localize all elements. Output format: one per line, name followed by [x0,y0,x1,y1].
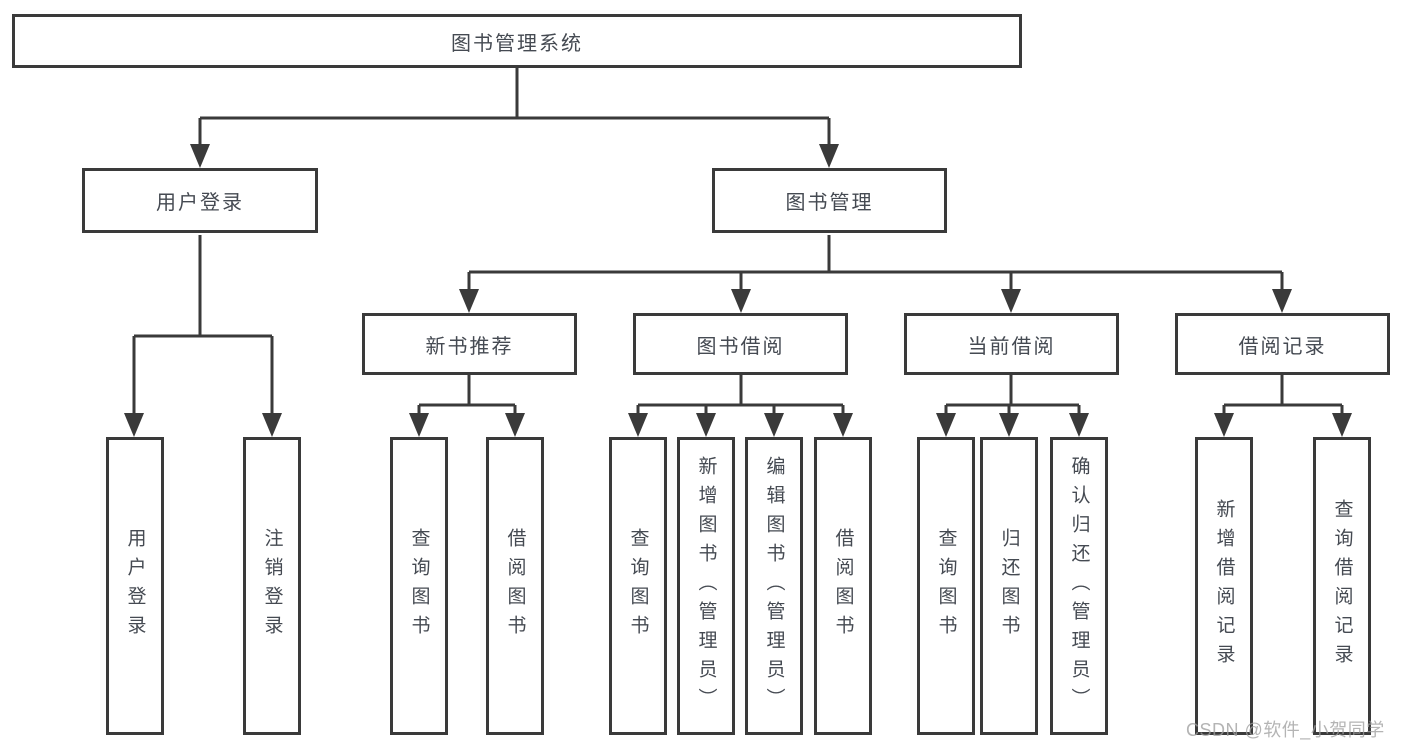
arrowhead-bb-edit [764,413,784,437]
leaf-borrow-books-recommendation: 借阅图书 [486,437,544,735]
arrowhead-new-book-rec [459,289,479,313]
arrowhead-bb-borrow [833,413,853,437]
leaf-logout: 注销登录 [243,437,301,735]
csdn-watermark: CSDN @软件_小贺同学 [1186,720,1385,740]
leaf-query-borrow-record: 查询借阅记录 [1313,437,1371,735]
arrowhead-br-query [1332,413,1352,437]
arrowhead-user-login [190,144,210,168]
arrowhead-cb-confirm [1069,413,1089,437]
arrowhead-current-borrow [1001,289,1021,313]
leaf-add-borrow-record: 新增借阅记录 [1195,437,1253,735]
node-book-borrowing: 图书借阅 [633,313,848,375]
leaf-confirm-return-admin: 确认归还（管理员） [1050,437,1108,735]
leaf-return-books: 归还图书 [980,437,1038,735]
arrowhead-br-add [1214,413,1234,437]
node-user-login: 用户登录 [82,168,318,233]
arrowhead-book-mgmt [819,144,839,168]
leaf-query-books-borrowing: 查询图书 [609,437,667,735]
arrowhead-leaf-login [124,413,144,437]
node-current-borrowing: 当前借阅 [904,313,1119,375]
arrowhead-cb-return [999,413,1019,437]
leaf-borrow-books: 借阅图书 [814,437,872,735]
arrowhead-bb-add [696,413,716,437]
leaf-add-books-admin: 新增图书（管理员） [677,437,735,735]
leaf-edit-books-admin: 编辑图书（管理员） [745,437,803,735]
leaf-query-books-recommendation: 查询图书 [390,437,448,735]
arrowhead-bb-query [628,413,648,437]
node-borrowing-records: 借阅记录 [1175,313,1390,375]
node-new-book-recommendation: 新书推荐 [362,313,577,375]
arrowhead-borrow-record [1272,289,1292,313]
arrowhead-nbr-query [409,413,429,437]
leaf-query-books-current: 查询图书 [917,437,975,735]
arrowhead-leaf-logout [262,413,282,437]
arrowhead-book-borrow [731,289,751,313]
leaf-user-login: 用户登录 [106,437,164,735]
arrowhead-cb-query [936,413,956,437]
arrowhead-nbr-borrow [505,413,525,437]
node-library-management-system: 图书管理系统 [12,14,1022,68]
node-book-management: 图书管理 [712,168,947,233]
